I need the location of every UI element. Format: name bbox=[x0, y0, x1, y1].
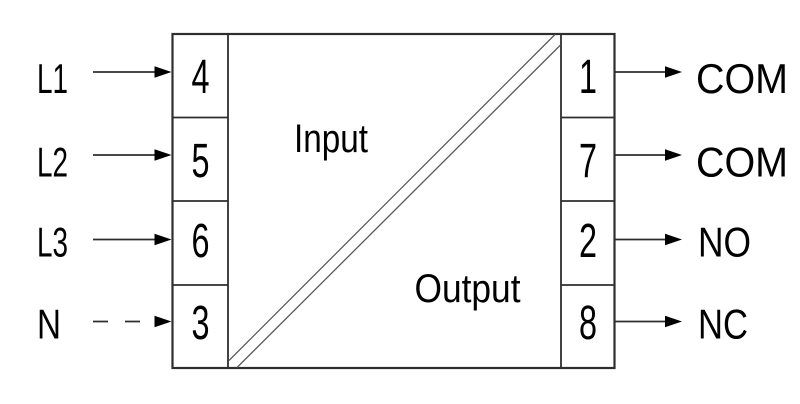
contact-label-nc: NC bbox=[698, 301, 748, 348]
no-arrow bbox=[614, 233, 682, 246]
terminal-2-number: 2 bbox=[579, 215, 597, 268]
l3-arrow bbox=[93, 233, 172, 246]
device-body-outline bbox=[171, 32, 616, 370]
terminal-5-number: 5 bbox=[192, 135, 210, 188]
terminal-8-number: 8 bbox=[579, 297, 597, 350]
contact-label-no: NO bbox=[698, 219, 751, 266]
l1-arrowhead-icon bbox=[154, 66, 172, 78]
terminal-4-number: 4 bbox=[192, 51, 210, 104]
com1-arrowhead-icon bbox=[665, 66, 682, 78]
nc-arrow bbox=[614, 315, 682, 328]
n-arrow bbox=[93, 315, 172, 328]
l2-arrowhead-icon bbox=[154, 149, 172, 161]
com2-arrow bbox=[614, 149, 682, 161]
n-arrowhead-icon bbox=[154, 315, 172, 328]
output-region-label: Output bbox=[415, 267, 521, 311]
contact-label-com-1: COM bbox=[696, 55, 788, 102]
l2-arrow bbox=[93, 149, 172, 161]
contact-label-com-2: COM bbox=[696, 139, 788, 186]
com2-arrowhead-icon bbox=[665, 149, 682, 161]
terminal-6-number: 6 bbox=[192, 215, 210, 268]
nc-arrowhead-icon bbox=[665, 315, 682, 328]
wire-label-l1: L1 bbox=[37, 55, 68, 102]
terminal-3-number: 3 bbox=[192, 297, 210, 350]
input-output-separator-line-lower bbox=[236, 44, 561, 368]
wire-label-l3: L3 bbox=[37, 219, 68, 266]
input-region-label: Input bbox=[294, 117, 368, 161]
no-arrowhead-icon bbox=[665, 233, 682, 246]
input-output-separator-line-upper bbox=[228, 34, 556, 361]
com1-arrow bbox=[614, 66, 682, 78]
l1-arrow bbox=[93, 66, 172, 78]
terminal-1-number: 1 bbox=[579, 51, 597, 104]
l3-arrowhead-icon bbox=[154, 233, 172, 246]
wire-label-l2: L2 bbox=[37, 139, 68, 186]
terminal-7-number: 7 bbox=[579, 135, 597, 188]
wire-label-n: N bbox=[37, 301, 61, 348]
